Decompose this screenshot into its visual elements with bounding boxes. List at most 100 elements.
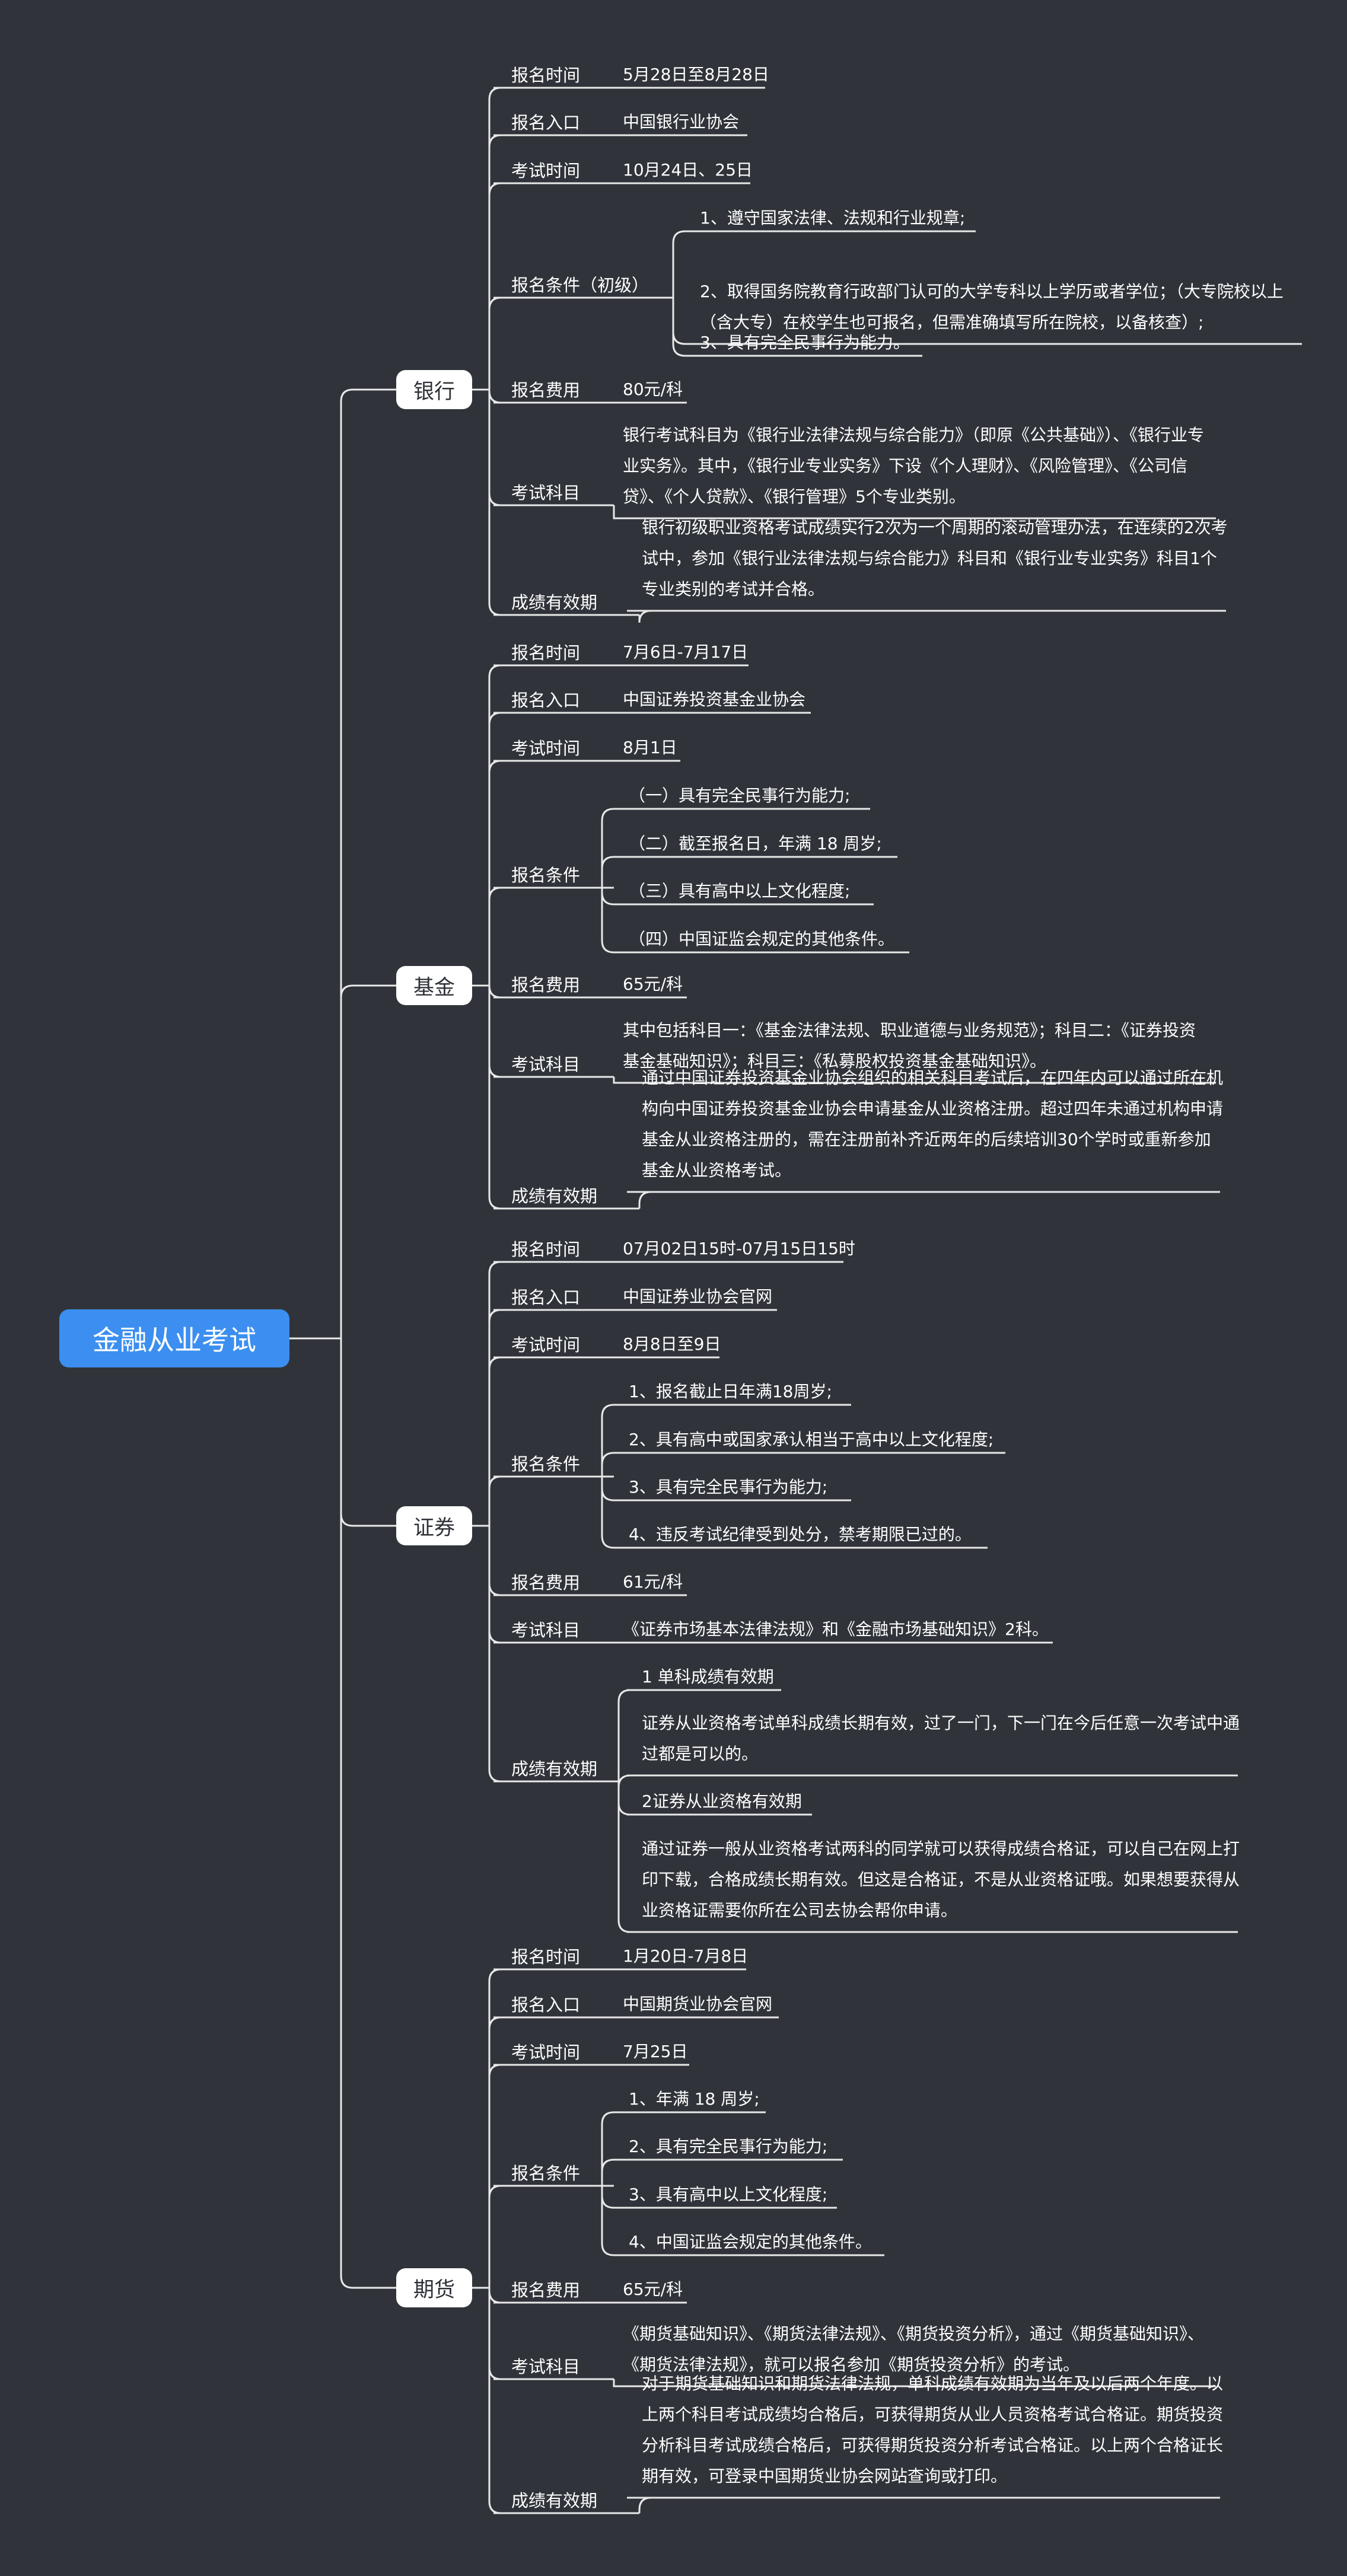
sub-item: （四）中国证监会规定的其他条件。 <box>629 929 895 949</box>
item-connector <box>488 1309 502 1526</box>
item-label: 报名入口 <box>511 690 581 710</box>
item-label: 报名费用 <box>511 380 581 400</box>
sub-item: （一）具有完全民事行为能力; <box>629 786 851 805</box>
item-value: 07月02日15时-07月15日15时 <box>623 1239 855 1258</box>
item-label: 考试时间 <box>511 738 581 758</box>
sub-item: 3、具有完全民事行为能力; <box>629 1477 828 1497</box>
sub-connector <box>601 1452 614 1477</box>
branch-0[interactable]: 银行 <box>396 370 472 409</box>
sub-connector <box>627 610 652 623</box>
item-label: 报名费用 <box>511 1573 581 1593</box>
item-connector <box>488 2016 502 2288</box>
sub-item: 对于期货基础知识和期货法律法规，单科成绩有效期为当年及以后两个年度。以上两个科目… <box>642 2374 1224 2486</box>
item-connector <box>488 390 502 404</box>
item-connector <box>488 985 502 999</box>
sub-item: （二）截至报名日，年满 18 周岁; <box>629 834 882 853</box>
sub-item: 2、具有完全民事行为能力; <box>629 2137 828 2156</box>
item-value: 7月6日-7月17日 <box>623 642 749 662</box>
item-value: 10月24日、25日 <box>623 160 753 180</box>
sub-connector <box>601 856 614 888</box>
item-value: 65元/科 <box>623 974 683 994</box>
item-label: 报名时间 <box>511 1947 581 1967</box>
sub-item: 通过证券一般从业资格考试两科的同学就可以获得成绩合格证，可以自己在网上打印下载，… <box>642 1839 1240 1920</box>
item-value: 《证券市场基本法律法规》和《金融市场基础知识》2科。 <box>623 1619 1049 1639</box>
sub-connector <box>617 1774 631 1788</box>
item-label: 考试科目 <box>511 483 581 503</box>
item-value: 银行考试科目为《银行业法律法规与综合能力》（即原《公共基础》）、《银行业专业实务… <box>623 425 1205 506</box>
sub-connector <box>627 1191 652 1209</box>
sub-item: 1、报名截止日年满18周岁; <box>629 1382 832 1401</box>
item-label: 考试时间 <box>511 2042 581 2062</box>
item-label: 报名时间 <box>511 65 581 85</box>
item-value-underline <box>613 2379 1216 2387</box>
sub-connector <box>601 1477 614 1549</box>
item-label: 报名入口 <box>511 113 581 133</box>
item-value: 5月28日至8月28日 <box>623 65 769 84</box>
item-connector <box>488 390 502 506</box>
branch-2[interactable]: 证券 <box>396 1506 472 1545</box>
item-value-underline <box>613 1077 1216 1084</box>
sub-item: 银行初级职业资格考试成绩实行2次为一个周期的滚动管理办法，在连续的2次考试中，参… <box>642 518 1228 599</box>
item-connector <box>488 2288 502 2514</box>
branch-3[interactable]: 期货 <box>396 2268 472 2307</box>
sub-connector <box>601 808 614 888</box>
item-connector <box>488 2288 502 2304</box>
root-topic[interactable]: 金融从业考试 <box>59 1309 289 1367</box>
item-value: 中国证券业协会官网 <box>623 1287 773 1306</box>
item-connector <box>488 1526 502 1644</box>
sub-connector <box>617 1781 631 1816</box>
item-connector <box>488 1475 502 1526</box>
branch-1[interactable]: 基金 <box>396 966 472 1005</box>
branch-connector <box>340 388 396 1338</box>
item-connector <box>488 1526 502 1783</box>
item-value: 中国证券投资基金业协会 <box>623 690 806 709</box>
sub-item: 1 单科成绩有效期 <box>642 1667 774 1686</box>
item-value: 65元/科 <box>623 2279 683 2299</box>
item-connector <box>488 1356 502 1526</box>
item-label: 报名条件（初级） <box>511 275 649 295</box>
sub-connector <box>601 2186 614 2256</box>
sub-item: 2、取得国务院教育行政部门认可的大学专科以上学历或者学位；（大专院校以上（含大专… <box>700 282 1284 332</box>
item-label: 报名入口 <box>511 1287 581 1308</box>
item-connector <box>488 182 502 390</box>
item-connector <box>488 712 502 986</box>
sub-item: 1、遵守国家法律、法规和行业规章; <box>700 208 966 228</box>
item-label: 报名时间 <box>511 643 581 663</box>
item-label: 成绩有效期 <box>511 1759 598 1779</box>
sub-item: （三）具有高中以上文化程度; <box>629 881 851 901</box>
item-label: 成绩有效期 <box>511 1186 598 1206</box>
sub-item: 4、违反考试纪律受到处分，禁考期限已过的。 <box>629 1525 972 1544</box>
sub-connector <box>601 1477 614 1501</box>
item-label: 报名条件 <box>511 865 581 885</box>
item-connector <box>488 986 502 1078</box>
item-label: 考试时间 <box>511 161 581 181</box>
item-label: 考试时间 <box>511 1335 581 1355</box>
item-value: 1月20日-7月8日 <box>623 1946 749 1966</box>
item-label: 报名条件 <box>511 1454 581 1474</box>
item-label: 报名费用 <box>511 975 581 995</box>
sub-connector <box>601 888 614 906</box>
item-value: 中国银行业协会 <box>623 112 740 132</box>
item-connector <box>488 297 502 390</box>
item-value: 中国期货业协会官网 <box>623 1994 773 2014</box>
item-connector <box>488 760 502 986</box>
item-connector <box>488 1526 502 1596</box>
sub-connector <box>672 298 686 357</box>
sub-item: 3、具有高中以上文化程度; <box>629 2185 828 2204</box>
item-connector <box>488 986 502 1210</box>
branch-connector <box>340 1338 396 1527</box>
item-value: 《期货基础知识》、《期货法律法规》、《期货投资分析》，通过《期货基础知识》、《期… <box>623 2324 1205 2374</box>
item-value: 其中包括科目一：《基金法律法规、职业道德与业务规范》；科目二：《证券投资基金基础… <box>623 1021 1196 1071</box>
item-value: 7月25日 <box>623 2042 688 2061</box>
item-label: 报名费用 <box>511 2280 581 2300</box>
sub-connector <box>601 2159 614 2186</box>
sub-item: 证券从业资格考试单科成绩长期有效，过了一门，下一门在今后任意一次考试中通过都是可… <box>642 1713 1240 1764</box>
item-label: 报名条件 <box>511 2163 581 2183</box>
item-value-underline <box>613 505 1216 519</box>
item-connector <box>488 1261 502 1526</box>
sub-item: 3、具有完全民事行为能力。 <box>700 333 910 352</box>
item-label: 考试科目 <box>511 1620 581 1640</box>
branch-connector <box>340 984 396 1338</box>
item-value: 61元/科 <box>623 1572 683 1592</box>
